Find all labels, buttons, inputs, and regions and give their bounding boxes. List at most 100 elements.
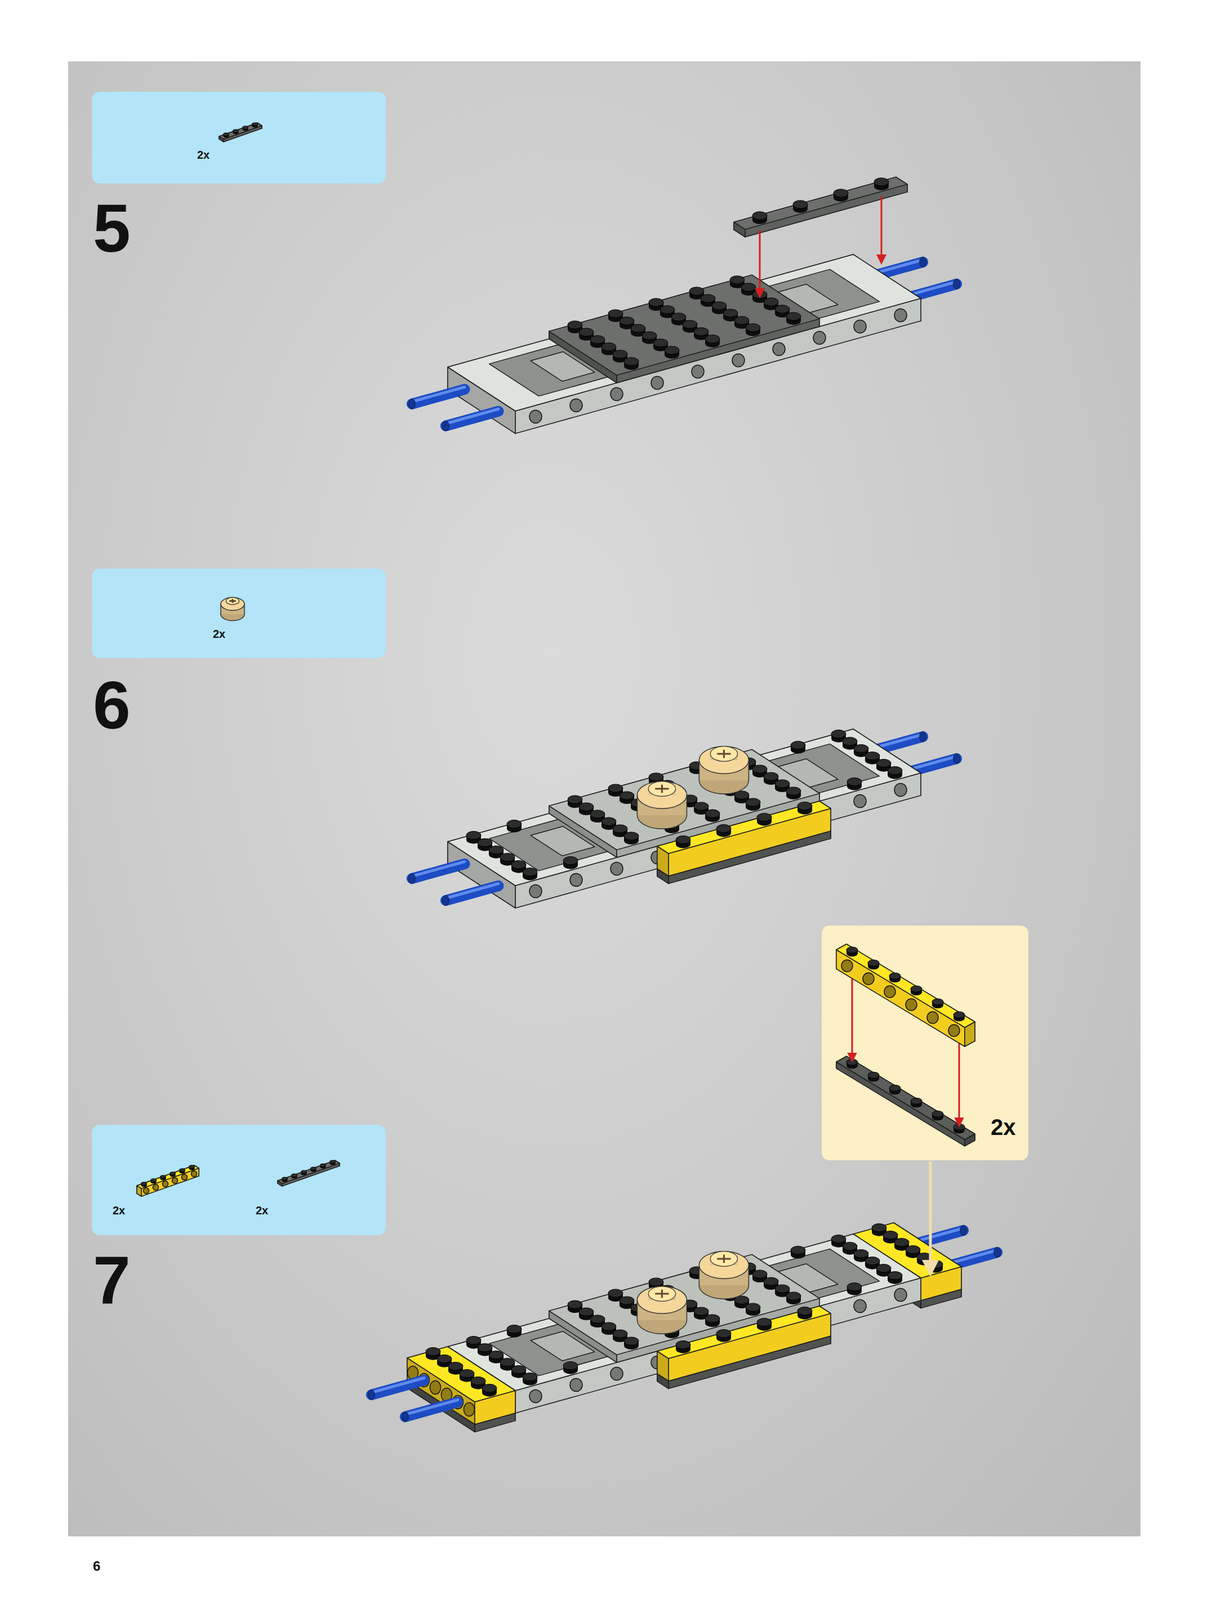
stud: [867, 1072, 880, 1079]
step-number: 6: [92, 671, 131, 739]
technic-hole: [651, 376, 664, 390]
technic-hole: [143, 1188, 150, 1195]
stud: [797, 802, 813, 811]
stud: [774, 780, 790, 788]
stud: [590, 335, 605, 344]
technic-hole: [569, 1378, 583, 1392]
quantity: 2x: [197, 149, 210, 161]
technic-hole: [569, 398, 583, 412]
brick-top: [836, 944, 975, 1028]
stud: [459, 1370, 475, 1379]
stud: [865, 1257, 880, 1266]
stud: [578, 803, 594, 812]
stud: [291, 1174, 298, 1178]
red-arrow: [880, 196, 883, 264]
stud: [511, 861, 527, 870]
stud: [752, 211, 768, 220]
technic-hole: [732, 353, 745, 367]
stud: [865, 752, 880, 761]
technic-hole: [772, 342, 786, 356]
stud: [488, 1351, 504, 1360]
brick-top: [136, 1165, 199, 1189]
stud: [790, 1246, 806, 1255]
stud: [867, 960, 880, 967]
stud: [871, 1224, 887, 1233]
stud: [833, 189, 849, 198]
stud: [790, 741, 806, 750]
technic-hole: [529, 410, 542, 423]
stud: [488, 846, 504, 855]
round-brick: [648, 1286, 676, 1303]
stud: [648, 1278, 664, 1287]
stud: [624, 357, 639, 366]
round-brick: [710, 746, 738, 763]
stud: [831, 1235, 846, 1244]
brick-top: [277, 1160, 340, 1184]
blue-pin: [411, 387, 465, 403]
stud: [619, 317, 635, 325]
round-brick: [698, 746, 749, 774]
stud: [242, 126, 249, 130]
technic-hole: [853, 1299, 867, 1313]
stud: [608, 784, 623, 793]
stud: [932, 999, 944, 1006]
blue-pin: [953, 279, 961, 290]
blue-pin: [445, 886, 499, 902]
technic-hole: [181, 1174, 188, 1182]
stud: [330, 1160, 336, 1165]
stud: [831, 730, 846, 739]
stud: [905, 1246, 921, 1255]
stud: [846, 947, 858, 954]
technic-hole: [894, 308, 907, 322]
technic-hole: [529, 884, 542, 898]
stud: [763, 772, 779, 781]
stud: [601, 342, 617, 351]
stud: [883, 1231, 898, 1240]
stud: [179, 1169, 186, 1173]
blue-pin: [404, 1400, 458, 1416]
stud: [320, 1164, 327, 1168]
stud: [797, 1307, 813, 1316]
axle-hole: [716, 1255, 731, 1264]
stud: [953, 1012, 965, 1019]
technic-hole: [429, 1381, 441, 1396]
blue-pin: [919, 257, 927, 268]
stud: [729, 275, 745, 284]
stud: [477, 1344, 493, 1353]
stud: [894, 1239, 909, 1247]
blue-pin: [404, 1402, 458, 1418]
stud: [876, 759, 891, 768]
stud: [711, 301, 727, 310]
stud: [763, 297, 779, 306]
technic-hole: [894, 783, 907, 797]
stud: [619, 791, 635, 800]
blue-pin: [408, 874, 416, 885]
stud: [716, 825, 732, 833]
stud: [160, 1175, 167, 1180]
step-6-model: [408, 729, 960, 909]
brick-top: [219, 122, 262, 140]
technic-hole: [853, 319, 867, 333]
stud: [705, 809, 720, 818]
stud: [466, 1337, 481, 1345]
stud: [612, 350, 628, 359]
stud: [567, 1300, 583, 1309]
stud: [567, 321, 583, 329]
part-icon: [91, 91, 430, 374]
stud: [664, 346, 680, 355]
stud: [671, 313, 686, 322]
stud: [689, 287, 704, 296]
stud: [756, 813, 772, 822]
blue-pin: [367, 1390, 375, 1401]
round-brick: [636, 1286, 687, 1314]
round-brick: [636, 781, 687, 809]
technic-hole: [884, 986, 896, 998]
stud: [223, 132, 230, 137]
stud: [466, 831, 481, 840]
stud: [506, 820, 522, 829]
submodel-arrow: [929, 1161, 933, 1274]
stud: [774, 305, 790, 314]
stud: [745, 798, 761, 807]
